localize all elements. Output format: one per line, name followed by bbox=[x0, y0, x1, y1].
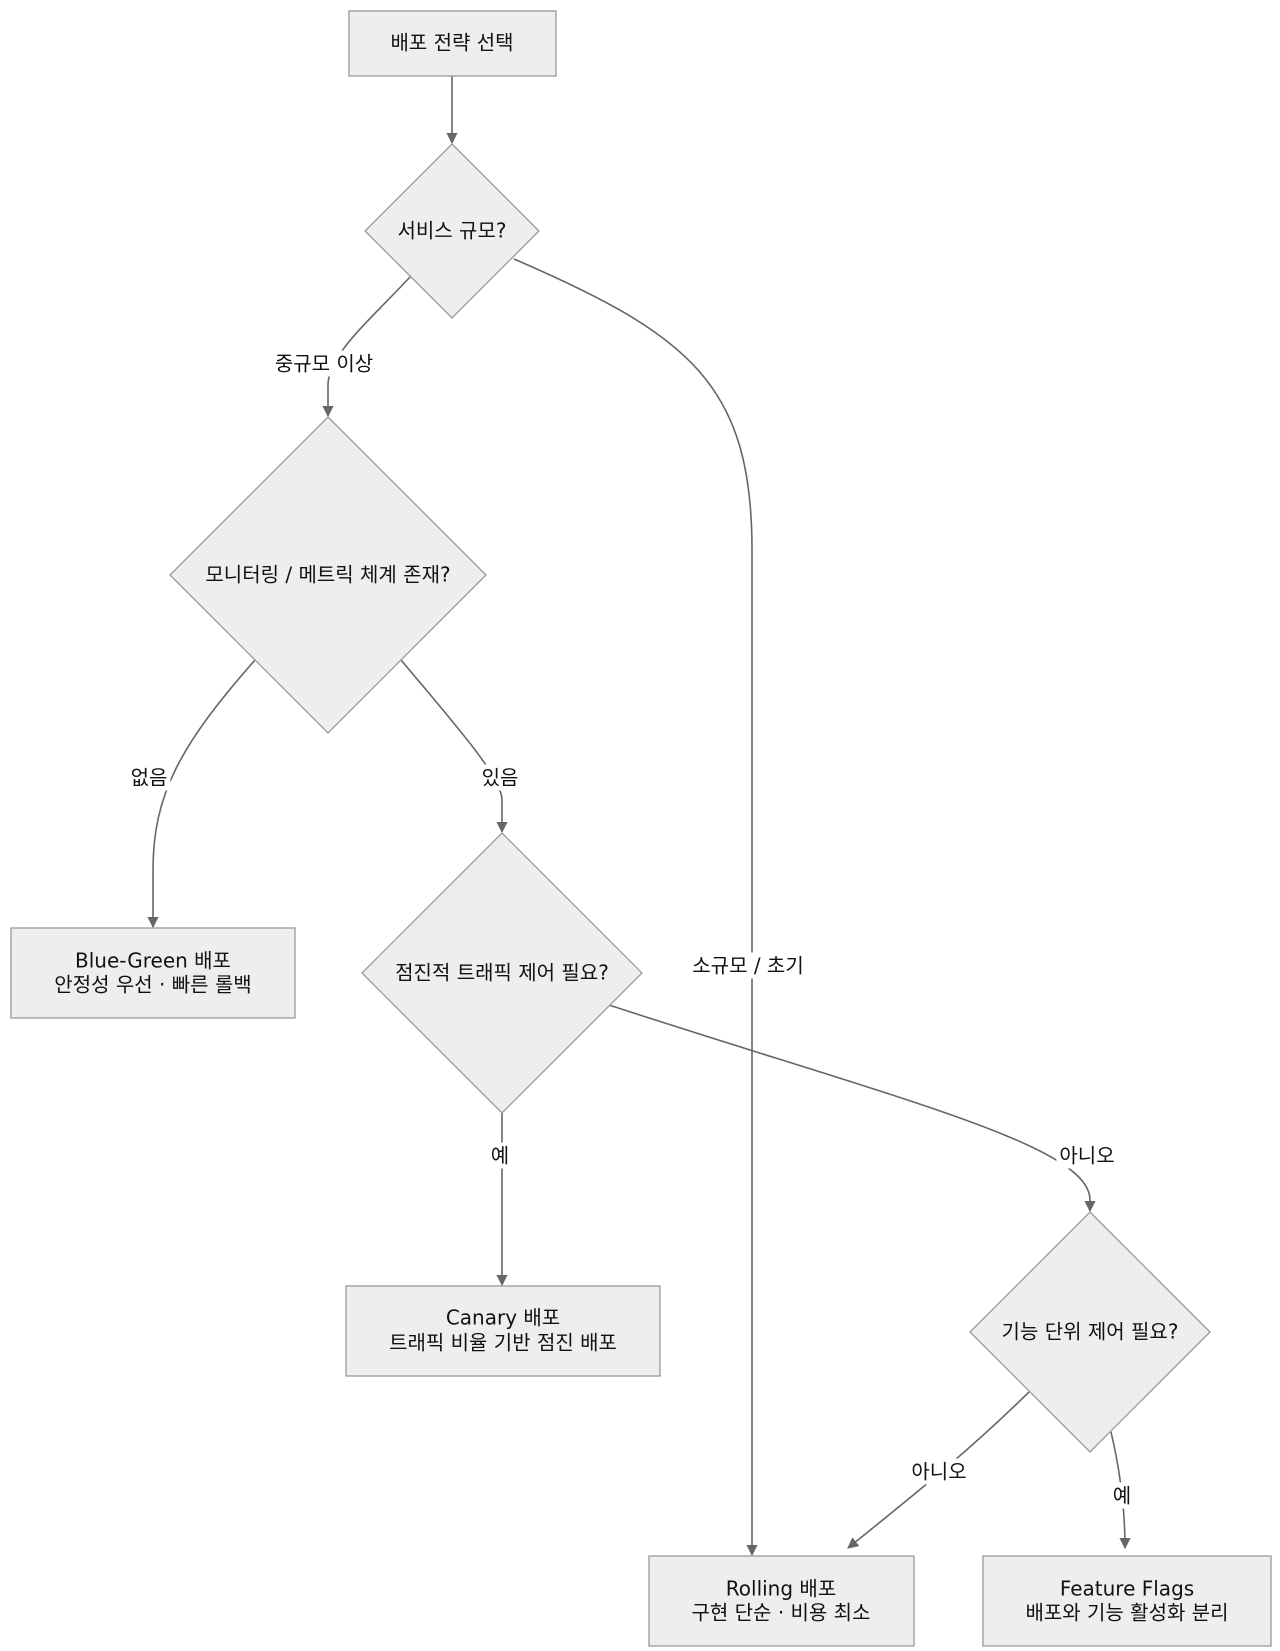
node-flags-title: Feature Flags bbox=[1060, 1577, 1194, 1601]
node-feature-label: 기능 단위 제어 필요? bbox=[1002, 1320, 1179, 1344]
node-bluegreen-desc: 안정성 우선 · 빠른 롤백 bbox=[54, 973, 251, 997]
node-rolling-desc: 구현 단순 · 비용 최소 bbox=[692, 1601, 871, 1625]
node-start[interactable]: 배포 전략 선택 bbox=[348, 10, 557, 77]
edge-label-feature-to-flags: 예 bbox=[1113, 1484, 1131, 1508]
edge-label-monitoring-to-traffic: 있음 bbox=[482, 766, 519, 790]
node-canary-title: Canary 배포 bbox=[446, 1306, 560, 1330]
edge-monitoring-to-traffic bbox=[400, 659, 508, 834]
node-monitoring-decision[interactable]: 모니터링 / 메트릭 체계 존재? bbox=[169, 416, 487, 734]
edge-label-background bbox=[271, 350, 377, 377]
edge-label-scale-to-monitoring: 중규모 이상 bbox=[275, 352, 373, 376]
edge-scale-to-rolling bbox=[513, 258, 758, 1557]
node-feature-flags[interactable]: Feature Flags 배포와 기능 활성화 분리 bbox=[982, 1555, 1272, 1647]
node-start-label: 배포 전략 선택 bbox=[390, 31, 513, 55]
node-feature-decision[interactable]: 기능 단위 제어 필요? bbox=[969, 1211, 1211, 1453]
edge-label-background bbox=[1056, 1142, 1118, 1169]
edge-label-feature-to-rolling: 아니오 bbox=[911, 1460, 966, 1484]
edge-label-traffic-to-feature: 아니오 bbox=[1059, 1144, 1114, 1168]
edge-traffic-to-feature bbox=[608, 1004, 1096, 1213]
edge-label-background bbox=[127, 764, 171, 791]
edge-label-traffic-to-canary: 예 bbox=[491, 1144, 509, 1168]
node-traffic-label: 점진적 트래픽 제어 필요? bbox=[395, 961, 609, 985]
edge-monitoring-to-bluegreen bbox=[147, 659, 256, 929]
edge-label-background bbox=[908, 1458, 970, 1485]
edge-label-scale-to-rolling: 소규모 / 초기 bbox=[692, 954, 803, 978]
node-flags-desc: 배포와 기능 활성화 분리 bbox=[1025, 1601, 1228, 1625]
edge-label-background bbox=[478, 764, 522, 791]
node-scale-label: 서비스 규모? bbox=[398, 219, 507, 243]
edge-labels: 중규모 이상 소규모 / 초기 없음 있음 예 아니오 아니오 예 bbox=[127, 350, 1135, 1509]
node-bluegreen[interactable]: Blue-Green 배포 안정성 우선 · 빠른 롤백 bbox=[10, 927, 296, 1019]
node-traffic-decision[interactable]: 점진적 트래픽 제어 필요? bbox=[361, 832, 643, 1114]
node-rolling-title: Rolling 배포 bbox=[726, 1577, 836, 1601]
edge-label-background bbox=[487, 1142, 513, 1169]
edge-label-monitoring-to-bluegreen: 없음 bbox=[131, 766, 168, 790]
edges bbox=[147, 76, 1131, 1557]
node-canary-desc: 트래픽 비율 기반 점진 배포 bbox=[389, 1331, 617, 1355]
edge-scale-to-monitoring bbox=[322, 276, 411, 418]
node-monitoring-label: 모니터링 / 메트릭 체계 존재? bbox=[205, 563, 450, 587]
edge-label-background bbox=[1109, 1482, 1135, 1509]
edge-label-background bbox=[689, 952, 807, 979]
node-rolling[interactable]: Rolling 배포 구현 단순 · 비용 최소 bbox=[648, 1555, 915, 1647]
node-bluegreen-title: Blue-Green 배포 bbox=[75, 949, 231, 973]
node-canary[interactable]: Canary 배포 트래픽 비율 기반 점진 배포 bbox=[345, 1285, 661, 1377]
node-scale-decision[interactable]: 서비스 규모? bbox=[364, 143, 540, 319]
